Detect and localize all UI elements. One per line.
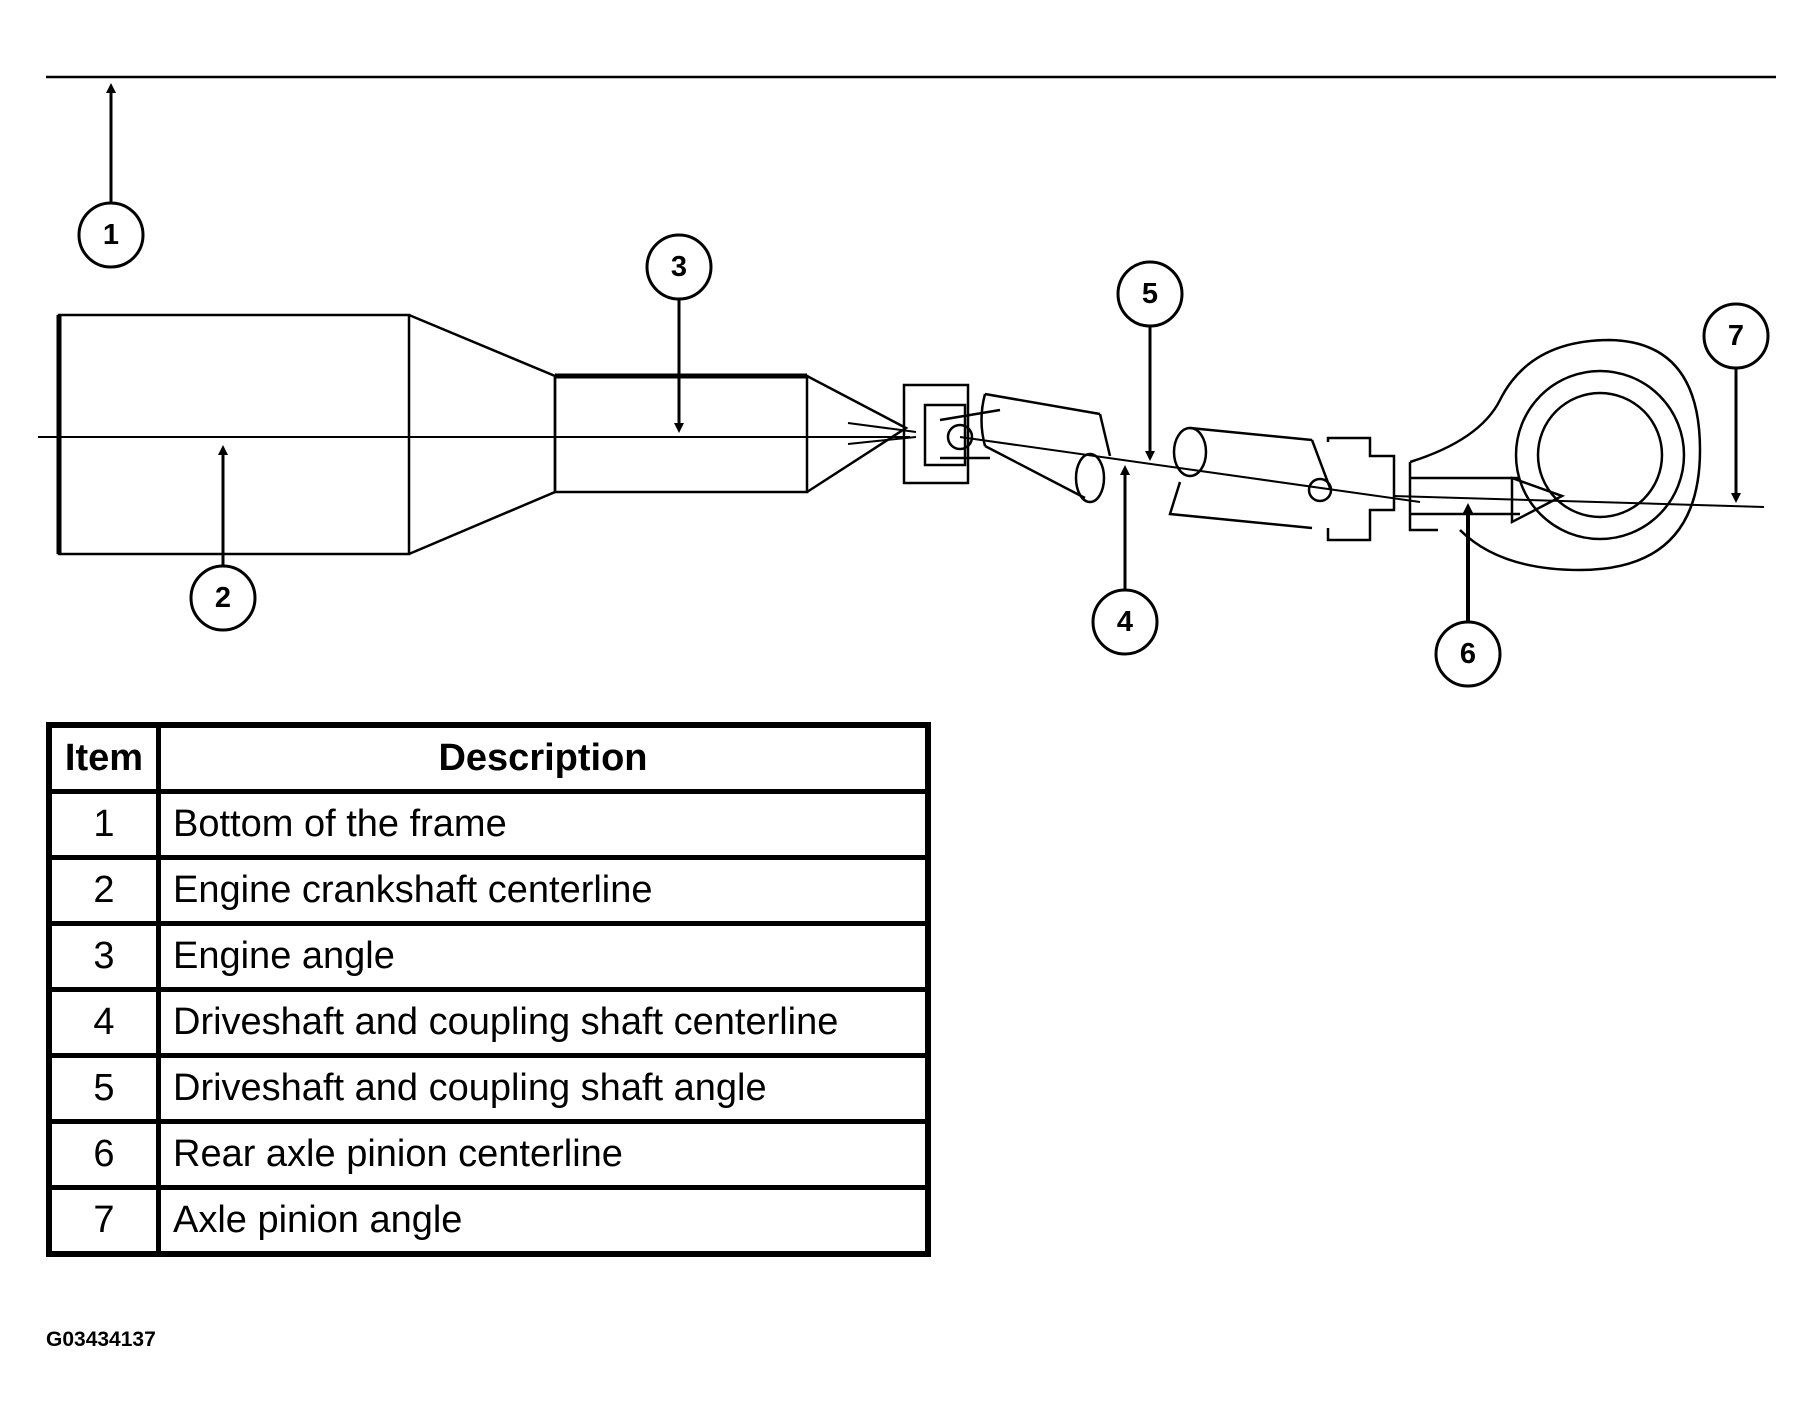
row-description: Axle pinion angle bbox=[156, 1185, 931, 1257]
table-row: 4 Driveshaft and coupling shaft centerli… bbox=[46, 987, 931, 1058]
figure-code: G03434137 bbox=[46, 1328, 156, 1351]
table-row: 2 Engine crankshaft centerline bbox=[46, 855, 931, 926]
callout-label-1: 1 bbox=[103, 219, 119, 251]
engine bbox=[56, 313, 917, 556]
callout-label-4: 4 bbox=[1117, 606, 1133, 638]
row-item: 3 bbox=[46, 921, 161, 992]
callout-6: 6 bbox=[1434, 503, 1502, 688]
callout-5: 5 bbox=[1116, 260, 1184, 461]
row-item: 7 bbox=[46, 1185, 161, 1257]
callout-label-7: 7 bbox=[1728, 320, 1744, 352]
row-item: 6 bbox=[46, 1119, 161, 1190]
table-header-row: Item Description bbox=[46, 722, 931, 794]
callout-1: 1 bbox=[77, 83, 145, 269]
callout-label-3: 3 bbox=[671, 251, 687, 283]
row-item: 5 bbox=[46, 1053, 161, 1124]
table-row: 6 Rear axle pinion centerline bbox=[46, 1119, 931, 1190]
callout-label-2: 2 bbox=[215, 582, 231, 614]
row-description: Engine angle bbox=[156, 921, 931, 992]
callout-3: 3 bbox=[645, 233, 713, 433]
header-item: Item bbox=[46, 722, 161, 794]
rear-u-joint bbox=[1326, 436, 1396, 542]
table-row: 5 Driveshaft and coupling shaft angle bbox=[46, 1053, 931, 1124]
driveshaft-centerline bbox=[959, 436, 1421, 503]
row-item: 1 bbox=[46, 789, 161, 860]
pinion-centerline bbox=[1393, 495, 1765, 508]
front-u-joint bbox=[902, 383, 1001, 485]
driveshaft-rear bbox=[1168, 426, 1333, 530]
row-description: Bottom of the frame bbox=[156, 789, 931, 860]
row-item: 2 bbox=[46, 855, 161, 926]
driveshaft-front bbox=[980, 392, 1112, 504]
table-row: 1 Bottom of the frame bbox=[46, 789, 931, 860]
callout-2: 2 bbox=[189, 445, 257, 632]
driveline-angle-diagram: 1 2 3 4 5 6 7 bbox=[38, 75, 1776, 688]
legend-table: Item Description 1 Bottom of the frame 2… bbox=[46, 722, 931, 1257]
callout-4: 4 bbox=[1091, 465, 1159, 656]
row-description: Engine crankshaft centerline bbox=[156, 855, 931, 926]
table-row: 3 Engine angle bbox=[46, 921, 931, 992]
table-row: 7 Axle pinion angle bbox=[46, 1185, 931, 1257]
row-description: Driveshaft and coupling shaft angle bbox=[156, 1053, 931, 1124]
header-description: Description bbox=[156, 722, 931, 794]
row-item: 4 bbox=[46, 987, 161, 1058]
callout-label-5: 5 bbox=[1142, 278, 1158, 310]
rear-axle bbox=[1408, 338, 1702, 572]
row-description: Driveshaft and coupling shaft centerline bbox=[156, 987, 931, 1058]
callout-label-6: 6 bbox=[1460, 638, 1476, 670]
row-description: Rear axle pinion centerline bbox=[156, 1119, 931, 1190]
callout-7: 7 bbox=[1702, 302, 1770, 503]
